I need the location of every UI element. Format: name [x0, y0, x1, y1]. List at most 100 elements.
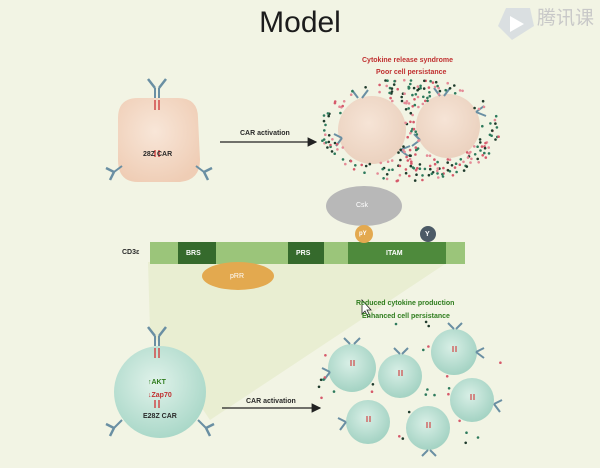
cytokine-dot: [416, 166, 419, 170]
cytokine-dot: [317, 385, 321, 389]
cytokine-dot: [407, 86, 411, 90]
cytokine-dot: [342, 100, 346, 103]
cytokine-dot: [413, 179, 417, 182]
cytokine-dot: [469, 161, 472, 164]
cytokine-dot: [408, 154, 412, 157]
cytokine-dot: [414, 168, 418, 172]
cytokine-dot: [469, 150, 472, 154]
cytokine-dot: [473, 153, 477, 156]
cytokine-dot: [331, 138, 334, 141]
cytokine-dot: [446, 158, 450, 161]
cytokine-dot: [481, 124, 484, 128]
cytokine-dot: [437, 176, 440, 179]
bottom-cell: [105, 326, 215, 438]
cytokine-dot: [364, 164, 368, 168]
cytokine-dot: [403, 150, 406, 154]
cytokine-dot: [493, 118, 497, 122]
cytokine-dot: [349, 93, 353, 96]
cytokine-dot: [450, 164, 454, 167]
cytokine-dot: [494, 114, 498, 118]
cytokine-dot: [330, 150, 334, 153]
cytokine-dot: [473, 106, 476, 110]
cytokine-dot: [482, 105, 486, 109]
cytokine-dot: [417, 105, 420, 109]
cytokine-dot: [341, 104, 345, 108]
cytokine-dot: [484, 141, 487, 145]
cytokine-dot: [483, 151, 486, 155]
cytokine-dot: [415, 173, 418, 176]
cytokine-dot: [364, 86, 367, 89]
cytokine-dot: [363, 171, 366, 174]
cytokine-dot: [416, 88, 419, 92]
cytokine-dot: [351, 89, 354, 93]
cytokine-dot: [447, 392, 450, 396]
cytokine-dot: [399, 158, 402, 162]
cytokine-dot: [398, 164, 402, 168]
cytokine-dot: [418, 163, 422, 166]
cytokine-dot: [428, 91, 431, 94]
top-cell: [105, 78, 213, 182]
cytokine-dot: [409, 131, 412, 135]
csk-label: Csk: [356, 202, 369, 209]
cytokine-dot: [322, 138, 326, 141]
cytokine-dot: [341, 146, 345, 149]
cytokine-dot: [370, 390, 374, 394]
cytokine-dot: [470, 157, 473, 161]
cytokine-dot: [427, 345, 430, 348]
cytokine-dot: [421, 178, 424, 182]
cytokine-dot: [428, 154, 432, 157]
cytokine-dot: [390, 87, 394, 90]
cd3-bar: [150, 242, 465, 264]
cytokine-dot: [417, 139, 420, 143]
cytokine-dot: [409, 79, 413, 82]
cytokine-dot: [426, 388, 429, 391]
cytokine-dot: [458, 89, 462, 92]
cytokine-dot: [398, 435, 401, 438]
prr-blob: [202, 262, 274, 290]
cytokine-dot: [478, 138, 482, 141]
cytokine-dot: [407, 410, 411, 414]
cytokine-dot: [465, 431, 468, 435]
cytokine-dot: [476, 145, 479, 148]
cytokine-dot: [436, 169, 439, 173]
cytokine-dot: [424, 393, 428, 396]
cytokine-dot: [441, 173, 444, 176]
cytokine-dot: [428, 164, 432, 168]
cytokine-dot: [453, 166, 457, 169]
cytokine-dot: [395, 179, 399, 183]
cytokine-dot: [433, 85, 437, 89]
play-icon: [498, 8, 534, 40]
segment-prs: PRS: [296, 250, 311, 257]
cytokine-dot: [427, 173, 431, 177]
cytokine-dot: [425, 154, 429, 157]
cytokine-dot: [397, 151, 400, 154]
cytokine-dot: [462, 160, 465, 164]
akt-row: ↑AKT: [148, 379, 166, 386]
cytokine-dot: [399, 148, 403, 152]
cytokine-dot: [344, 162, 347, 166]
cytokine-dot: [414, 153, 417, 156]
cytokine-dot: [414, 93, 418, 96]
cytokine-dot: [381, 167, 385, 171]
cytokine-dot: [409, 120, 412, 124]
cytokine-dot: [402, 148, 405, 152]
top-arrow-label: CAR activation: [240, 130, 290, 137]
cytokine-dot: [406, 135, 410, 139]
outcome-bottom-1: Reduced cytokine production: [356, 300, 455, 307]
cytokine-dot: [476, 436, 480, 439]
cytokine-dot: [332, 390, 336, 393]
cytokine-dot: [413, 98, 416, 101]
cytokine-dot: [494, 122, 497, 125]
zap-row: ↓Zap70: [148, 392, 172, 399]
cytokine-dot: [480, 145, 484, 148]
cytokine-dot: [494, 138, 497, 141]
py-label: pY: [359, 231, 367, 237]
cytokine-dot: [442, 166, 445, 170]
cytokine-dot: [390, 90, 394, 93]
down-arrow-icon: ↓: [148, 392, 152, 399]
watermark-text: 腾讯课: [536, 7, 594, 29]
outcome-bottom-2: Enhanced cell persistance: [362, 313, 450, 320]
cytokine-dot: [323, 376, 327, 379]
cytokine-dot: [322, 119, 326, 123]
